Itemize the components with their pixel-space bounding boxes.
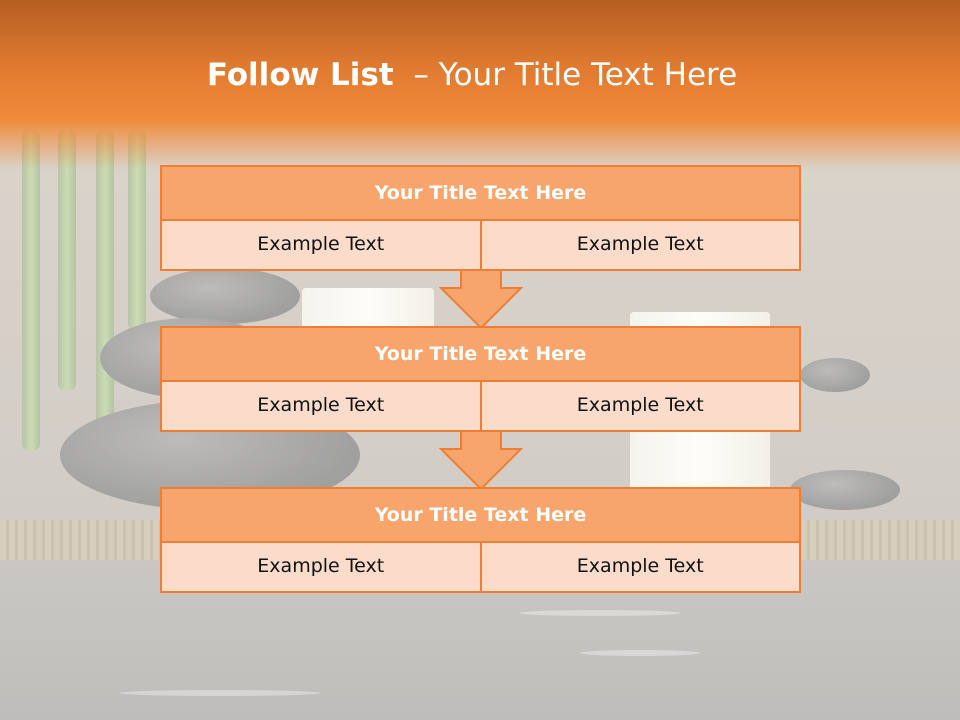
step-row-2: Example Text Example Text <box>160 382 801 432</box>
slide-title-rest: – Your Title Text Here <box>393 57 738 93</box>
step-2-left-text: Example Text <box>160 382 482 432</box>
step-3-left-text: Example Text <box>160 543 482 593</box>
step-1-right-text: Example Text <box>481 221 801 271</box>
step-1-left-text: Example Text <box>160 221 482 271</box>
step-title-1: Your Title Text Here <box>160 165 801 221</box>
down-arrow-icon <box>439 270 523 330</box>
slide-title: Follow List – Your Title Text Here <box>0 52 944 98</box>
step-title-2: Your Title Text Here <box>160 326 801 382</box>
step-title-3: Your Title Text Here <box>160 487 801 543</box>
slide-title-bold: Follow List <box>206 57 394 93</box>
step-row-3: Example Text Example Text <box>160 543 801 593</box>
step-block-2: Your Title Text Here Example Text Exampl… <box>160 326 801 432</box>
step-block-3: Your Title Text Here Example Text Exampl… <box>160 487 801 593</box>
step-3-right-text: Example Text <box>481 543 801 593</box>
down-arrow-icon <box>439 431 523 491</box>
step-row-1: Example Text Example Text <box>160 221 801 271</box>
header-band <box>0 0 960 170</box>
step-block-1: Your Title Text Here Example Text Exampl… <box>160 165 801 271</box>
step-2-right-text: Example Text <box>481 382 801 432</box>
